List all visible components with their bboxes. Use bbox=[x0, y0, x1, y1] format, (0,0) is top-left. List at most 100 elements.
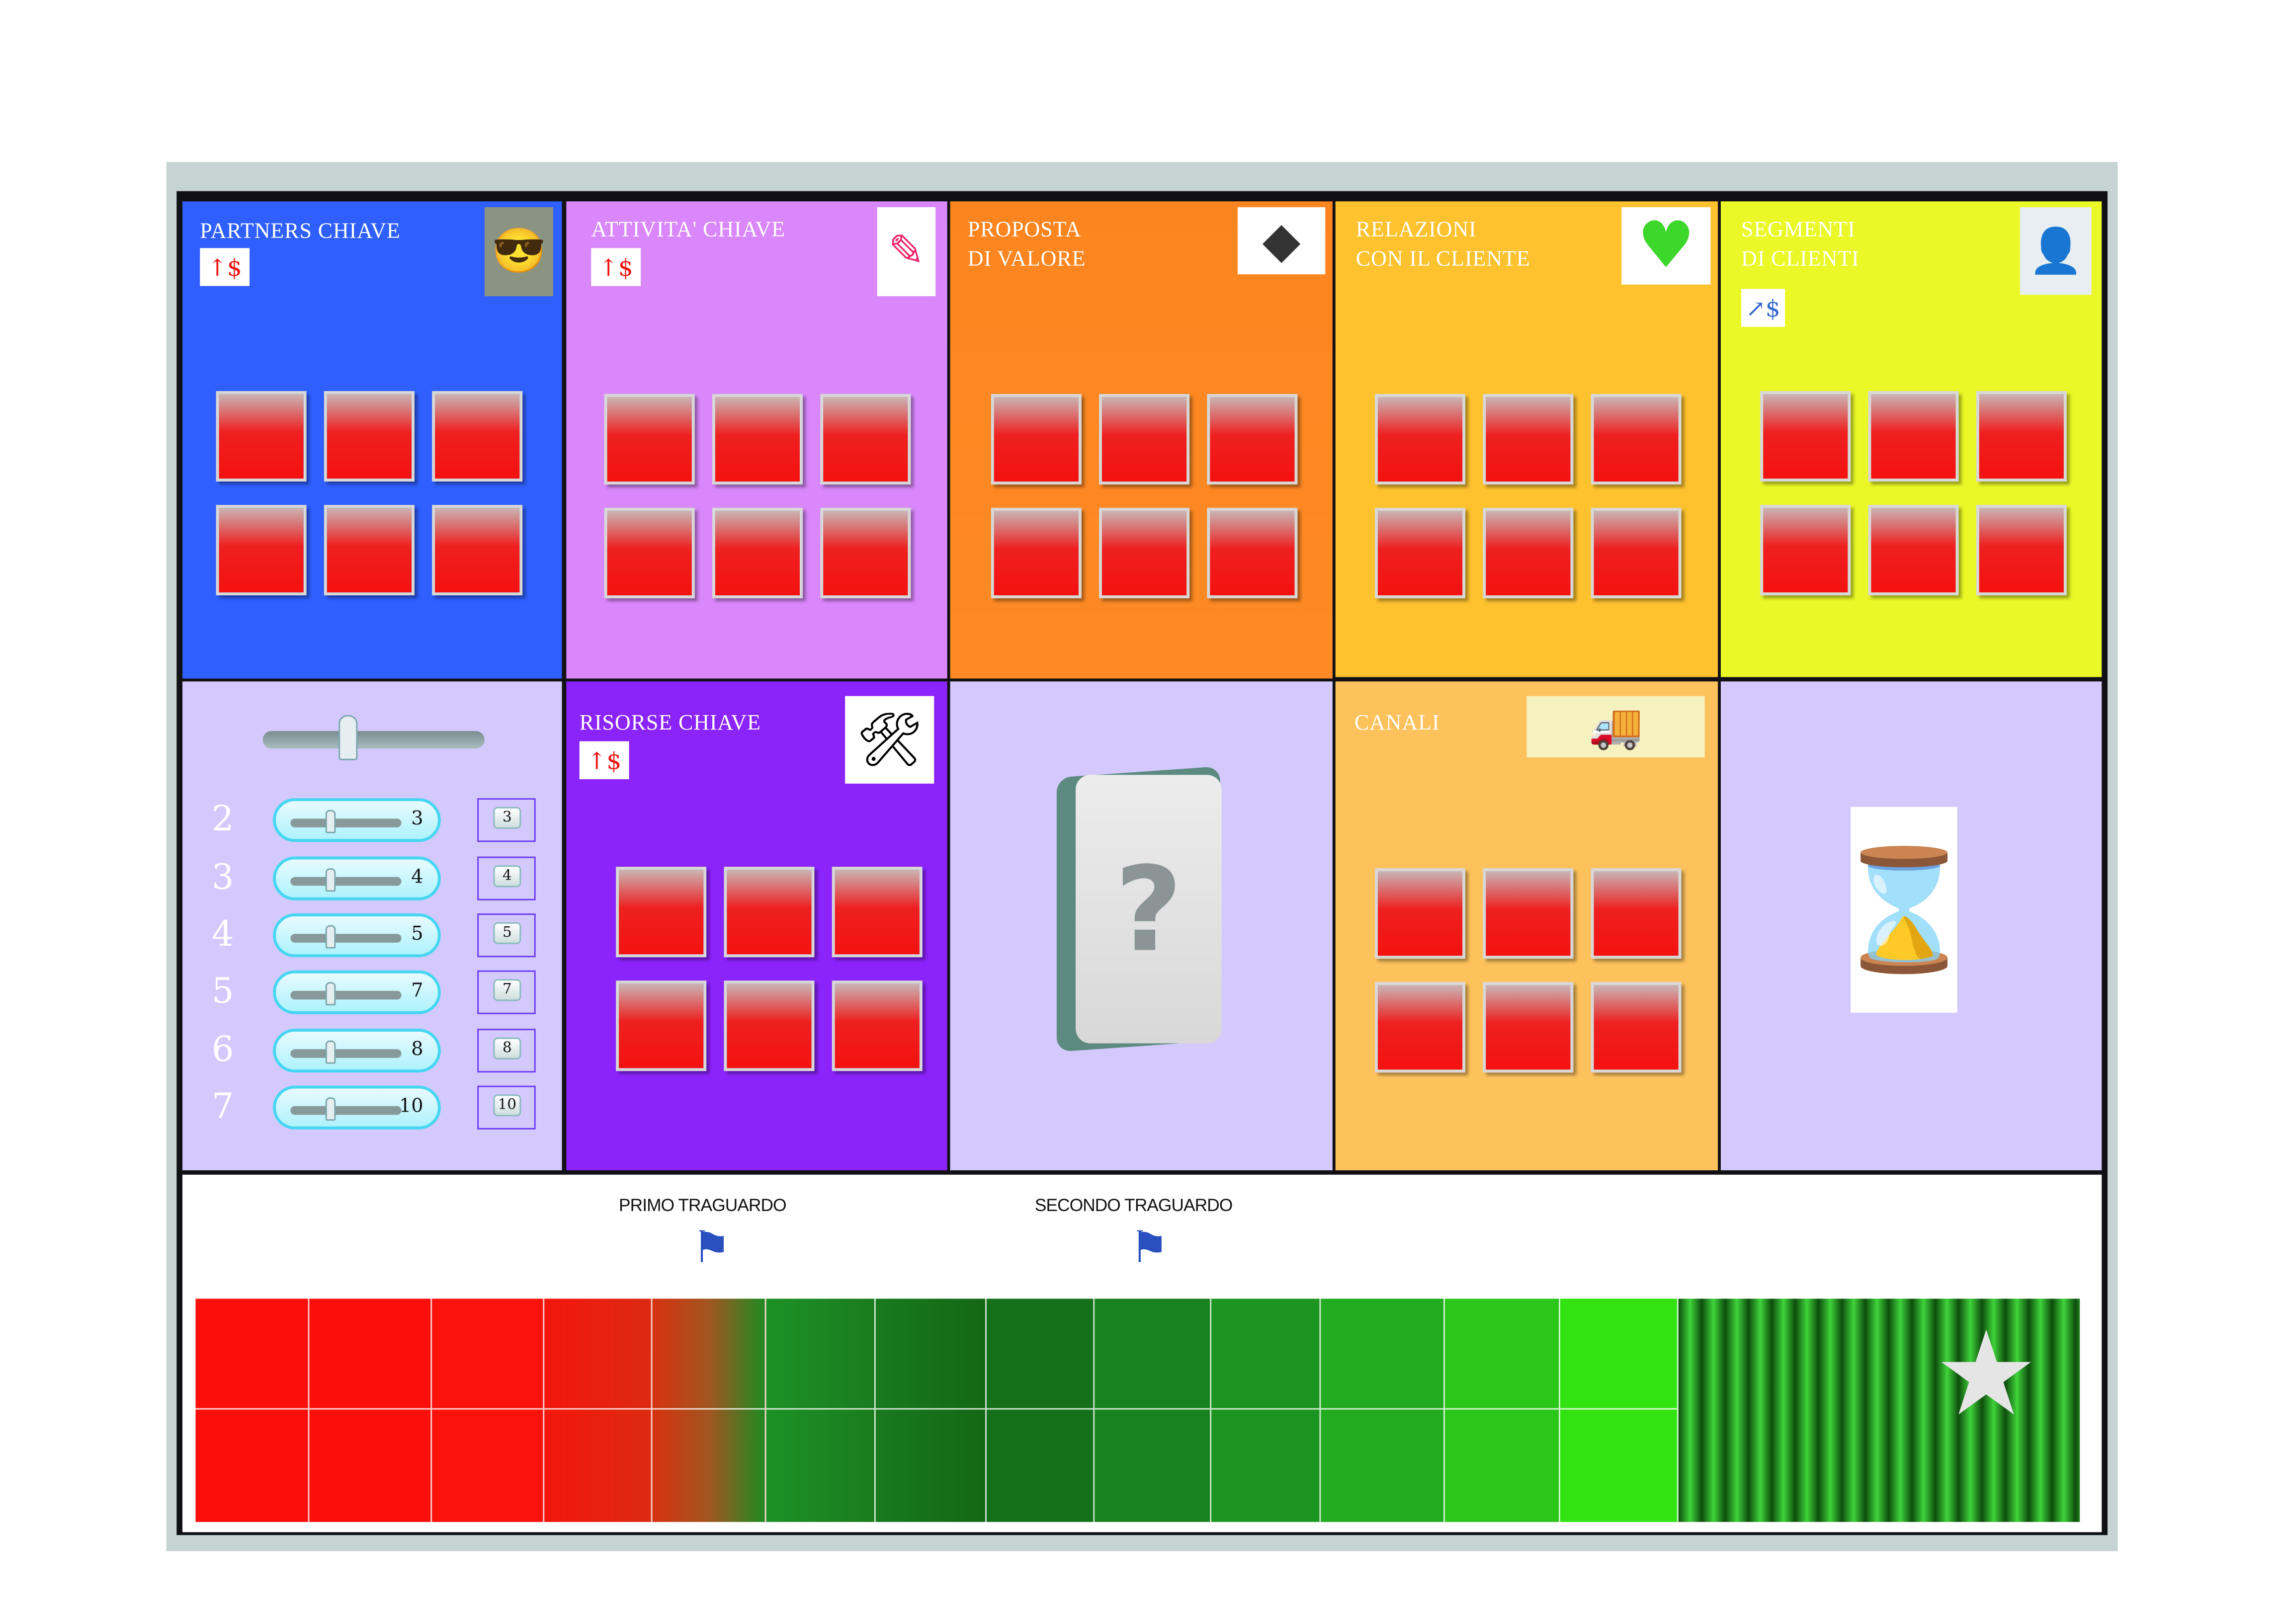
card-slot[interactable] bbox=[991, 507, 1082, 598]
card-slot[interactable] bbox=[1591, 868, 1682, 959]
card-slot[interactable] bbox=[604, 507, 695, 598]
slider-knob[interactable] bbox=[325, 1040, 336, 1064]
slider-knob[interactable] bbox=[325, 982, 336, 1006]
card-slot[interactable] bbox=[724, 867, 815, 958]
money-arrow-icon[interactable]: ↑$ bbox=[200, 248, 250, 286]
slider-knob[interactable] bbox=[325, 868, 336, 892]
card-slot[interactable] bbox=[604, 394, 695, 485]
value-slider[interactable]: 5 bbox=[273, 913, 441, 958]
row-number: 2 bbox=[211, 798, 234, 839]
card-slot[interactable] bbox=[1375, 982, 1466, 1073]
card-slot[interactable] bbox=[1868, 391, 1959, 482]
speech-bubble-icon: 5 bbox=[493, 922, 521, 944]
block-title: PROPOSTA DI VALORE bbox=[967, 219, 1086, 272]
speech-bubble-icon: 7 bbox=[493, 979, 521, 1001]
value-slider[interactable]: 4 bbox=[273, 856, 441, 900]
slider-knob[interactable] bbox=[325, 925, 336, 949]
progress-cell[interactable] bbox=[875, 1299, 987, 1522]
card-slot[interactable] bbox=[432, 391, 523, 482]
card-slot[interactable] bbox=[1375, 868, 1466, 959]
card-slot[interactable] bbox=[1375, 507, 1466, 598]
card-slot[interactable] bbox=[1375, 394, 1466, 485]
progress-cell[interactable] bbox=[1321, 1299, 1445, 1522]
money-arrow-icon[interactable]: ↗$ bbox=[1741, 289, 1785, 327]
card-slot[interactable] bbox=[1868, 504, 1959, 596]
progress-cell[interactable] bbox=[1094, 1299, 1212, 1522]
progress-cell[interactable] bbox=[1445, 1299, 1561, 1522]
main-slider-track[interactable] bbox=[262, 731, 485, 749]
card-slot[interactable] bbox=[832, 980, 923, 1071]
card-slot[interactable] bbox=[616, 980, 707, 1071]
value-slider[interactable]: 7 bbox=[273, 970, 441, 1014]
value-box[interactable]: 3 bbox=[477, 798, 536, 842]
card-slot[interactable] bbox=[324, 391, 415, 482]
slider-value: 5 bbox=[411, 923, 423, 946]
card-slot[interactable] bbox=[991, 394, 1082, 485]
card-slot[interactable] bbox=[820, 394, 911, 485]
card-slots bbox=[1760, 391, 2067, 596]
progress-cell[interactable] bbox=[544, 1299, 653, 1522]
value-slider[interactable]: 10 bbox=[273, 1085, 441, 1130]
progress-cell[interactable] bbox=[652, 1299, 766, 1522]
card-slot[interactable] bbox=[1591, 507, 1682, 598]
progress-cell[interactable] bbox=[309, 1299, 432, 1522]
card-slot[interactable] bbox=[1099, 394, 1190, 485]
timer-area: ⌛ bbox=[1721, 681, 2102, 1170]
card-slot[interactable] bbox=[1483, 868, 1574, 959]
truck-icon: 🚚 bbox=[1526, 696, 1705, 757]
hourglass-icon[interactable]: ⌛ bbox=[1831, 807, 1977, 1013]
card-slot[interactable] bbox=[432, 504, 523, 596]
slider-knob[interactable] bbox=[325, 810, 336, 833]
value-box[interactable]: 10 bbox=[477, 1085, 536, 1130]
speech-bubble-icon: 3 bbox=[493, 807, 521, 829]
card-slot[interactable] bbox=[712, 507, 803, 598]
card-slot[interactable] bbox=[712, 394, 803, 485]
progress-cell[interactable] bbox=[432, 1299, 545, 1522]
card-slot[interactable] bbox=[1483, 394, 1574, 485]
slider-row: 7 10 10 bbox=[182, 1085, 562, 1136]
row-number: 7 bbox=[211, 1085, 234, 1127]
card-slot[interactable] bbox=[1207, 394, 1298, 485]
card-slot[interactable] bbox=[616, 867, 707, 958]
progress-cell[interactable] bbox=[1560, 1299, 1679, 1522]
progress-cell[interactable] bbox=[987, 1299, 1095, 1522]
value-box[interactable]: 4 bbox=[477, 856, 536, 900]
value-slider[interactable]: 3 bbox=[273, 798, 441, 842]
money-arrow-icon[interactable]: ↑$ bbox=[579, 741, 629, 780]
value-slider[interactable]: 8 bbox=[273, 1029, 441, 1073]
card-slot[interactable] bbox=[1760, 504, 1851, 596]
card-slot[interactable] bbox=[324, 504, 415, 596]
card-slot[interactable] bbox=[1976, 391, 2067, 482]
money-arrow-icon[interactable]: ↑$ bbox=[591, 248, 641, 286]
value-box[interactable]: 7 bbox=[477, 970, 536, 1014]
value-box[interactable]: 5 bbox=[477, 913, 536, 958]
card-slot[interactable] bbox=[1591, 394, 1682, 485]
slider-knob[interactable] bbox=[325, 1097, 336, 1121]
progress-cell[interactable] bbox=[766, 1299, 876, 1522]
hammer-wrench-icon: 🛠 bbox=[845, 696, 934, 784]
mystery-card[interactable]: ? bbox=[1076, 775, 1222, 1044]
value-box[interactable]: 8 bbox=[477, 1029, 536, 1073]
card-slot[interactable] bbox=[216, 504, 307, 596]
progress-cell[interactable] bbox=[195, 1299, 310, 1522]
card-slot[interactable] bbox=[1591, 982, 1682, 1073]
row-number: 3 bbox=[211, 856, 234, 897]
card-slot[interactable] bbox=[1207, 507, 1298, 598]
card-slot[interactable] bbox=[820, 507, 911, 598]
card-slot[interactable] bbox=[1976, 504, 2067, 596]
block-proposta-di-valore: PROPOSTA DI VALORE ◆ bbox=[950, 201, 1333, 679]
heart-icon: ♥ bbox=[1621, 207, 1711, 285]
card-slots bbox=[216, 391, 523, 596]
card-slot[interactable] bbox=[1483, 507, 1574, 598]
main-slider-knob[interactable] bbox=[338, 715, 358, 760]
card-slot[interactable] bbox=[1099, 507, 1190, 598]
flag-icon: ⚑ bbox=[1129, 1222, 1169, 1274]
card-slot[interactable] bbox=[832, 867, 923, 958]
card-slot[interactable] bbox=[1483, 982, 1574, 1073]
card-slot[interactable] bbox=[724, 980, 815, 1071]
card-slot[interactable] bbox=[1760, 391, 1851, 482]
progress-cell[interactable] bbox=[1211, 1299, 1321, 1522]
card-slot[interactable] bbox=[216, 391, 307, 482]
